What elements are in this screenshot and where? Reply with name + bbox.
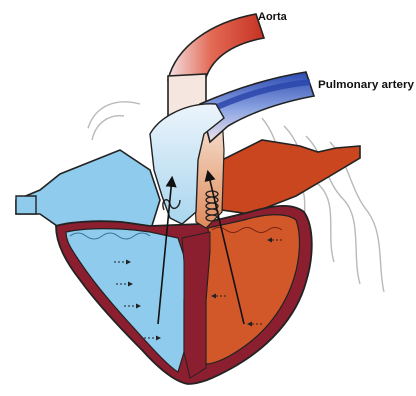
vena-cava-stub <box>16 196 36 214</box>
motion-lines-left-icon <box>88 102 140 140</box>
aorta-label: Aorta <box>258 11 288 23</box>
right-ventricle <box>66 229 186 372</box>
pulmonary-artery-label: Pulmonary artery <box>318 79 415 91</box>
left-atrium <box>222 140 360 214</box>
septum <box>182 232 210 378</box>
